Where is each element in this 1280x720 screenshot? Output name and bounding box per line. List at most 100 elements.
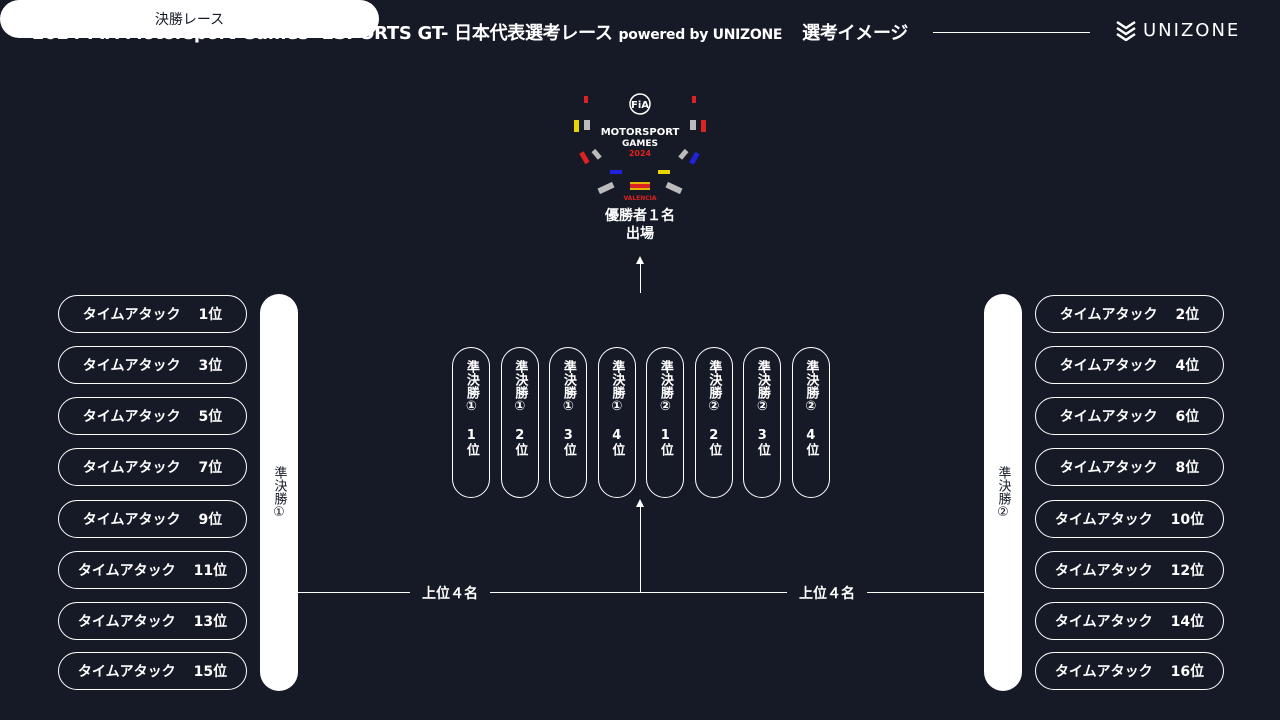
unizone-mark-icon [1116,20,1136,41]
pill-rank: 6位 [1175,409,1200,425]
semifinal-1-bar: 準決勝① [260,294,298,691]
semifinal-position-column: 準決勝① 1位 [452,347,490,498]
time-attack-pill: タイムアタック 16位 [1035,652,1224,690]
pill-rank: 13位 [193,614,228,630]
final-label: 決勝レース [154,12,225,28]
pill-rank: 15位 [193,664,228,680]
column-position: 4位 [609,428,625,456]
logo-text: UNIZONE [1143,19,1241,41]
pill-rank: 3位 [198,358,223,374]
pill-label: タイムアタック [77,664,176,680]
time-attack-pill: タイムアタック 8位 [1035,448,1224,486]
title-subtitle: 選考イメージ [802,23,908,44]
svg-text:MOTORSPORT: MOTORSPORT [601,127,680,138]
semifinal-position-column: 準決勝① 2位 [500,347,539,498]
svg-text:GAMES: GAMES [622,139,658,149]
pill-rank: 5位 [198,409,223,425]
pill-label: タイムアタック [77,563,176,579]
winner-label: 優勝者１名 出場 [590,207,690,243]
time-attack-pill: タイムアタック 15位 [58,652,247,690]
time-attack-pill: タイムアタック 12位 [1035,551,1224,589]
semifinal-position-column: 準決勝② 4位 [791,347,830,498]
time-attack-pill: タイムアタック 14位 [1035,602,1224,640]
pill-rank: 1位 [198,307,223,323]
pill-label: タイムアタック [1059,409,1158,425]
time-attack-pill: タイムアタック 2位 [1035,295,1224,333]
pill-label: タイムアタック [1059,358,1158,374]
column-heat: 準決勝① [512,360,528,414]
column-heat: 準決勝② [657,360,673,414]
column-heat: 準決勝② [706,360,722,414]
column-position: 3位 [560,428,576,456]
time-attack-pill: タイムアタック 11位 [58,551,247,589]
pill-label: タイムアタック [82,358,181,374]
time-attack-pill: タイムアタック 4位 [1035,346,1224,384]
pill-rank: 10位 [1170,512,1205,528]
arrow-up-icon [636,499,644,507]
semifinal-position-column: 準決勝② 1位 [646,347,684,498]
unizone-logo: UNIZONE [1115,19,1240,41]
column-position: 2位 [512,428,528,456]
pill-label: タイムアタック [82,460,181,476]
header-divider [933,32,1090,33]
pill-label: タイムアタック [1059,460,1158,476]
time-attack-pill: タイムアタック 13位 [58,602,247,640]
arrow-line-final [640,262,641,293]
pill-label: タイムアタック [82,307,181,323]
semifinal-position-column: 準決勝① 3位 [549,347,587,498]
column-heat: 準決勝① [463,360,479,414]
semifinal-2-label: 準決勝② [995,465,1011,520]
page-title: 2024 FIA Motorsport Games -ESPORTS GT- 日… [32,19,908,45]
time-attack-pill: タイムアタック 3位 [58,346,247,384]
column-position: 4位 [803,428,819,456]
column-position: 1位 [657,428,673,456]
semifinal-position-column: 準決勝② 2位 [694,347,733,498]
column-position: 2位 [706,428,722,456]
pill-label: タイムアタック [1054,512,1153,528]
svg-text:2024: 2024 [629,149,652,158]
arrow-line-semis [640,505,641,592]
column-position: 1位 [463,428,479,456]
time-attack-pill: タイムアタック 5位 [58,397,247,435]
svg-text:FiA: FiA [631,100,649,111]
arrow-up-icon [636,256,644,264]
time-attack-pill: タイムアタック 10位 [1035,500,1224,538]
column-heat: 準決勝① [560,360,576,414]
pill-rank: 9位 [198,512,223,528]
column-heat: 準決勝② [754,360,770,414]
pill-rank: 2位 [1175,307,1200,323]
semifinal-position-column: 準決勝② 3位 [743,347,781,498]
semifinal-2-bar: 準決勝② [984,294,1022,691]
semifinal-position-column: 準決勝① 4位 [597,347,636,498]
time-attack-pill: タイムアタック 7位 [58,448,247,486]
title-main: 2024 FIA Motorsport Games -ESPORTS GT- 日… [32,23,613,44]
pill-rank: 16位 [1170,664,1205,680]
column-heat: 準決勝② [803,360,819,414]
semifinal-1-label: 準決勝① [271,465,287,520]
connector-line [298,592,984,593]
winner-line1: 優勝者１名 [605,208,675,224]
title-powered: powered by UNIZONE [618,27,783,43]
pill-rank: 8位 [1175,460,1200,476]
column-heat: 準決勝① [609,360,625,414]
time-attack-pill: タイムアタック 1位 [58,295,247,333]
pill-label: タイムアタック [1054,563,1153,579]
pill-label: タイムアタック [1054,664,1153,680]
pill-rank: 12位 [1170,563,1205,579]
top4-label-right: 上位４名 [787,583,867,603]
winner-line2: 出場 [626,226,654,242]
pill-label: タイムアタック [1054,614,1153,630]
pill-rank: 7位 [198,460,223,476]
pill-rank: 14位 [1170,614,1205,630]
column-position: 3位 [754,428,770,456]
final-race-pill: 決勝レース [0,0,379,38]
pill-label: タイムアタック [1059,307,1158,323]
pill-label: タイムアタック [77,614,176,630]
pill-rank: 11位 [193,563,228,579]
pill-rank: 4位 [1175,358,1200,374]
time-attack-pill: タイムアタック 6位 [1035,397,1224,435]
pill-label: タイムアタック [82,409,181,425]
top4-label-left: 上位４名 [410,583,490,603]
fia-motorsport-games-emblem: FiA MOTORSPORT GAMES 2024 VALENCIA [574,93,706,202]
